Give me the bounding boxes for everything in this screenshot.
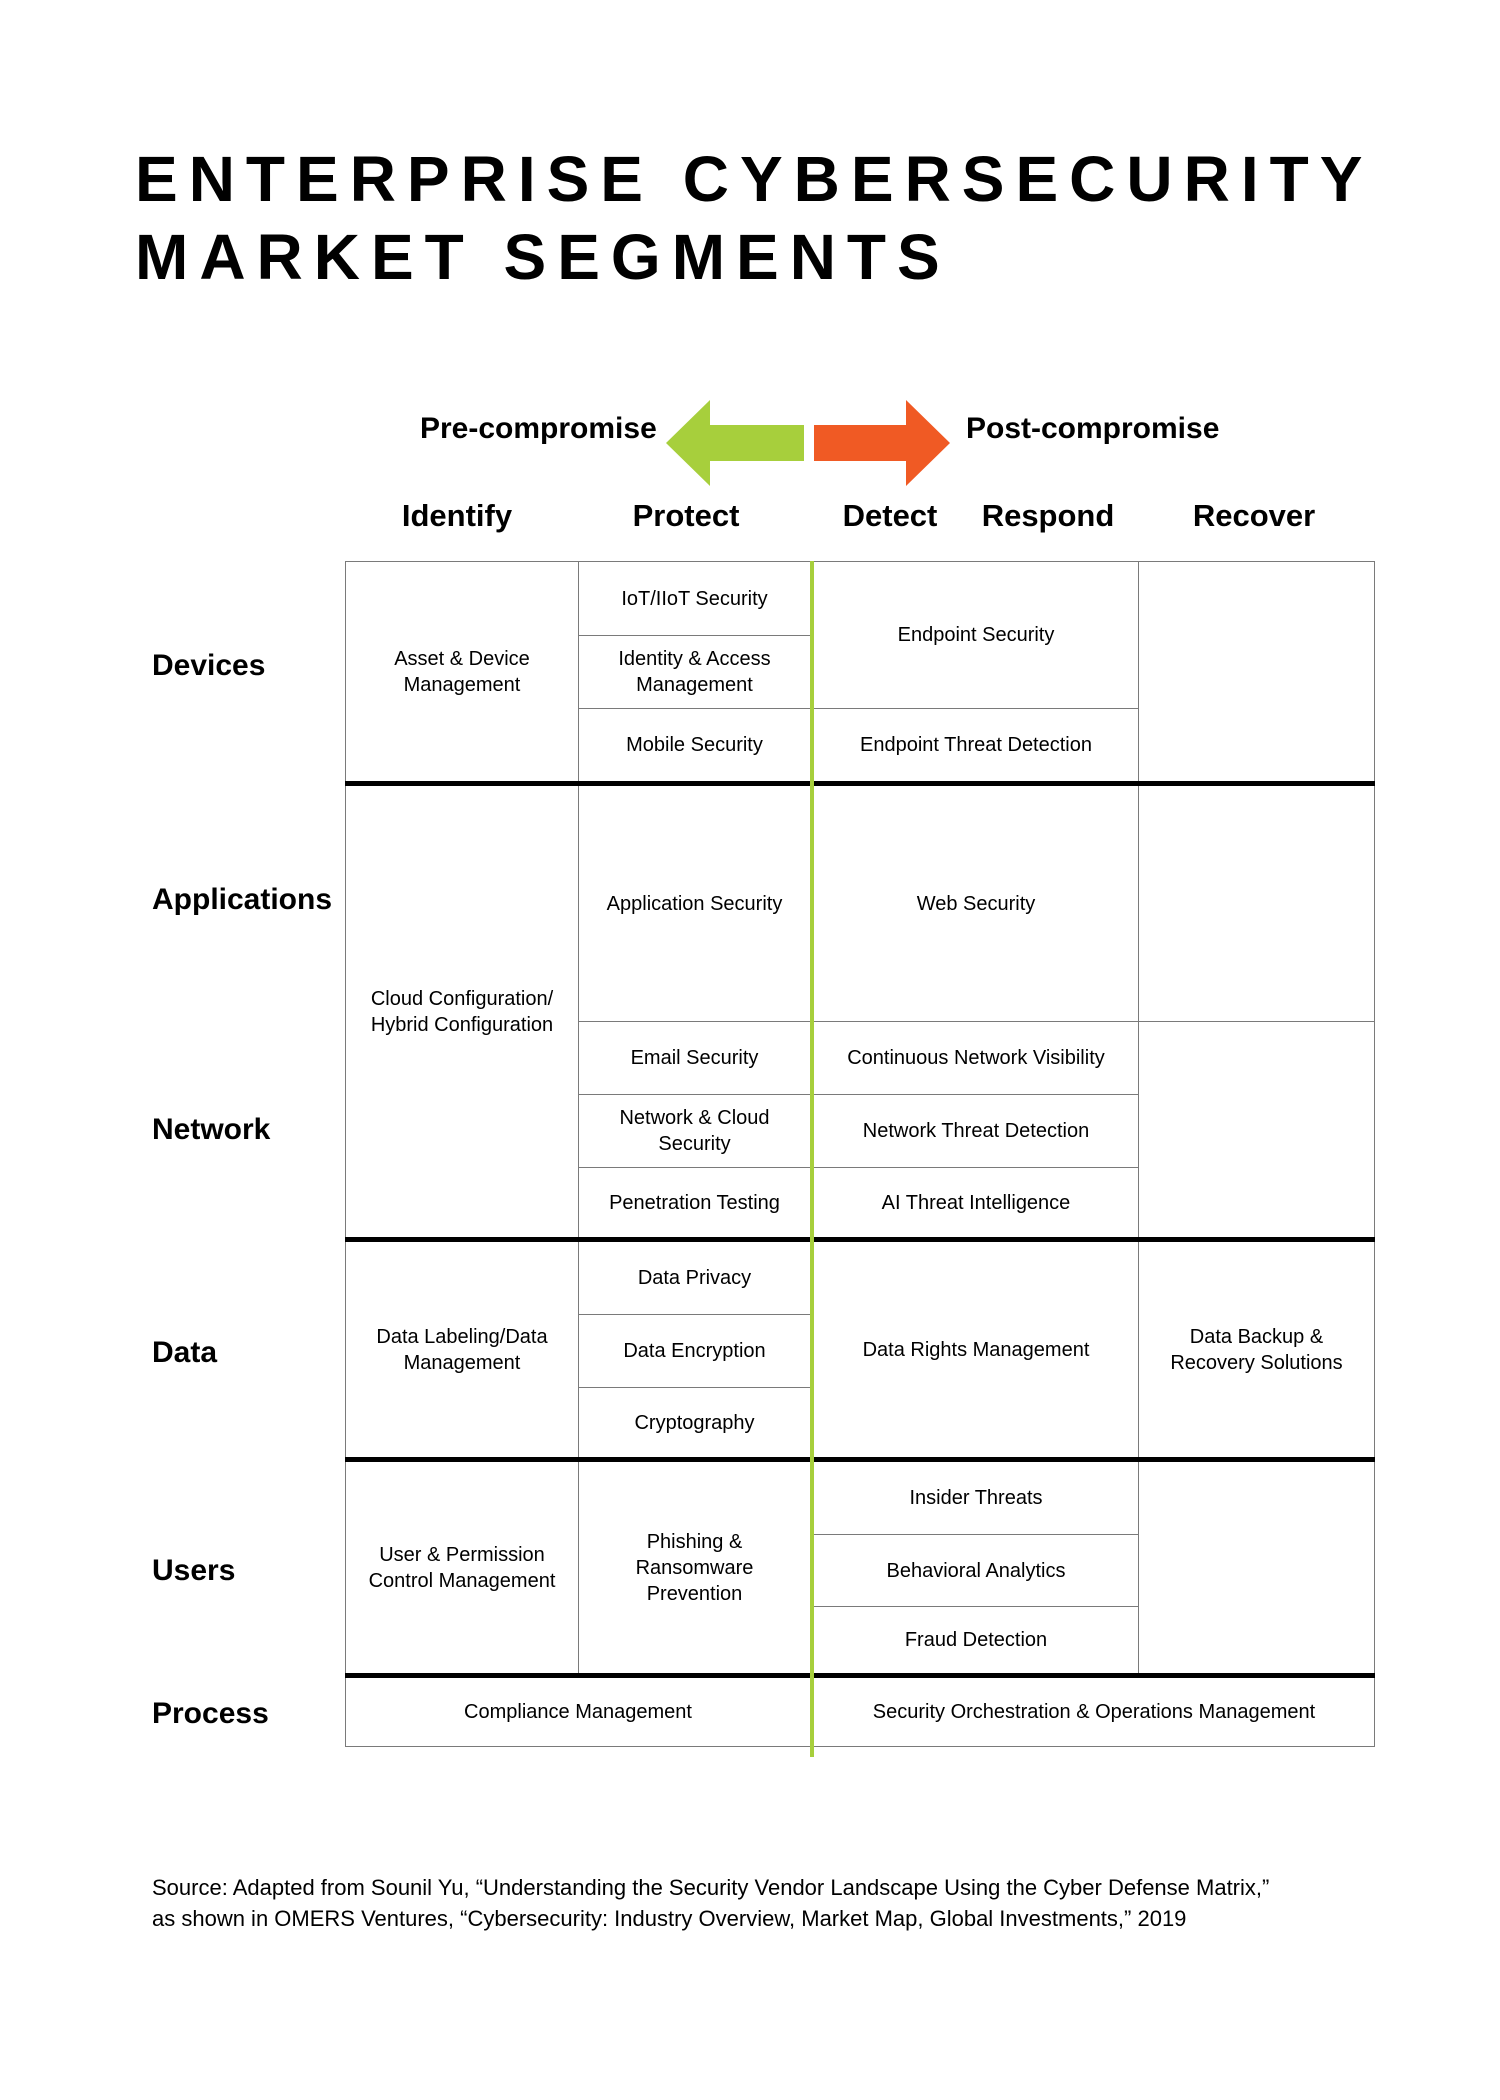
cell-data-rights: Data Rights Management (862, 1338, 1090, 1361)
cell-cloud-configuration: Cloud Configuration/ Hybrid Configuratio… (370, 987, 554, 1036)
source-line-2: as shown in OMERS Ventures, “Cybersecuri… (152, 1906, 1187, 1931)
row-data: Data (152, 1336, 218, 1369)
cell-cryptography: Cryptography (634, 1411, 755, 1434)
grid-hline (578, 1094, 1138, 1095)
row-applications: Applications (152, 883, 333, 916)
row-devices: Devices (152, 649, 266, 682)
row-users: Users (152, 1554, 236, 1587)
source-line-1: Source: Adapted from Sounil Yu, “Underst… (152, 1875, 1270, 1900)
cell-endpoint-threat: Endpoint Threat Detection (859, 734, 1092, 756)
cell-compliance: Compliance Management (464, 1701, 692, 1723)
cell-behavioral-analytics: Behavioral Analytics (886, 1559, 1066, 1582)
section-divider (345, 1237, 1375, 1242)
row-network: Network (152, 1113, 271, 1146)
grid-hline (814, 708, 1138, 709)
grid-hline (578, 1021, 1375, 1022)
cell-iot-security: IoT/IIoT Security (621, 587, 768, 610)
grid-hline (814, 1534, 1138, 1535)
cell-fraud-detection: Fraud Detection (904, 1629, 1048, 1651)
cell-web-security: Web Security (916, 892, 1036, 915)
grid-hline (578, 1167, 1138, 1168)
matrix-frame (345, 561, 1375, 1747)
col-identify: Identify (401, 498, 513, 533)
grid-hline (578, 708, 810, 709)
cell-data-encryption: Data Encryption (623, 1340, 766, 1362)
cell-network-threat: Network Threat Detection (862, 1120, 1090, 1142)
post-compromise-label: Post-compromise (966, 412, 1220, 445)
compromise-divider-line (810, 561, 814, 1757)
cell-insider-threats: Insider Threats (909, 1487, 1043, 1509)
right-arrow-icon (814, 400, 950, 486)
cell-orchestration: Security Orchestration & Operations Mana… (872, 1701, 1316, 1723)
col-recover: Recover (1192, 498, 1316, 533)
col-protect: Protect (632, 498, 740, 533)
row-process: Process (152, 1697, 269, 1730)
grid-vline-identify (578, 561, 579, 1675)
section-divider (345, 1673, 1375, 1678)
cell-network-cloud: Network & Cloud Security (619, 1107, 770, 1155)
page-title: ENTERPRISE CYBERSECURITY MARKET SEGMENTS (135, 140, 1373, 296)
cell-ai-threat: AI Threat Intelligence (881, 1191, 1071, 1214)
cell-network-visibility: Continuous Network Visibility (847, 1047, 1105, 1069)
cell-asset-device: Asset & Device Management (394, 647, 530, 696)
cell-application-security: Application Security (606, 892, 783, 915)
source-note: Source: Adapted from Sounil Yu, “Underst… (152, 1872, 1412, 1934)
section-divider (345, 781, 1375, 786)
grid-hline (814, 1606, 1138, 1607)
grid-hline (578, 1314, 810, 1315)
cell-endpoint-security: Endpoint Security (897, 624, 1055, 646)
grid-vline-recover (1138, 561, 1139, 1675)
cell-mobile-security: Mobile Security (626, 734, 763, 756)
col-detect: Detect (842, 498, 938, 533)
grid-hline (578, 635, 810, 636)
section-divider (345, 1457, 1375, 1462)
title-line-1: ENTERPRISE CYBERSECURITY (135, 143, 1374, 215)
col-respond: Respond (981, 498, 1115, 533)
cell-user-permission: User & Permission Control Management (368, 1543, 556, 1592)
cell-email-security: Email Security (630, 1047, 759, 1069)
cell-data-backup: Data Backup & Recovery Solutions (1170, 1325, 1343, 1374)
cell-identity-access: Identity & Access Management (618, 648, 771, 696)
cell-data-privacy: Data Privacy (637, 1267, 752, 1289)
grid-hline (578, 1387, 810, 1388)
left-arrow-icon (666, 400, 804, 486)
phase-arrows (666, 400, 950, 486)
cell-phishing-ransomware: Phishing & Ransomware Prevention (635, 1530, 754, 1605)
cell-penetration-testing: Penetration Testing (609, 1191, 780, 1214)
cell-data-labeling: Data Labeling/Data Management (376, 1325, 548, 1374)
pre-compromise-label: Pre-compromise (420, 412, 657, 445)
title-line-2: MARKET SEGMENTS (135, 221, 951, 293)
